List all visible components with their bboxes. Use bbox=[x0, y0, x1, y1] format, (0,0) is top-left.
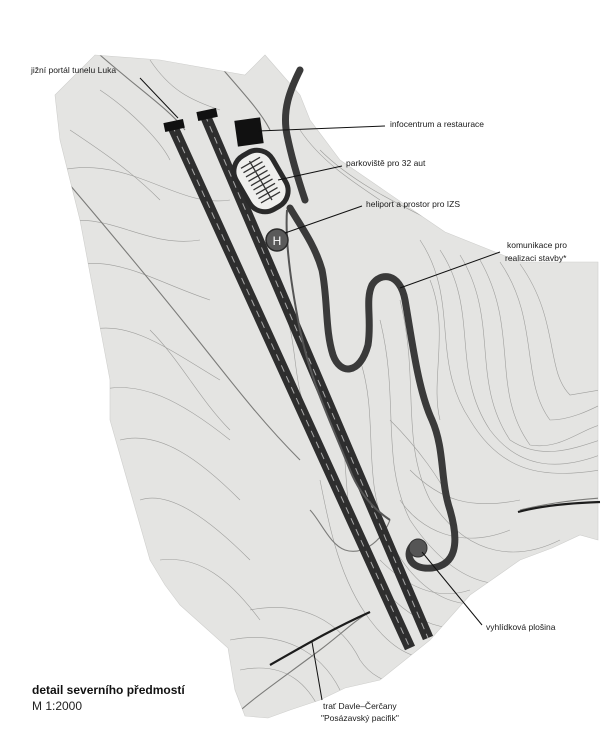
label-road-line1: komunikace pro bbox=[507, 240, 567, 250]
label-railway-line2: "Posázavský pacifik" bbox=[321, 713, 399, 723]
heliport-symbol: H bbox=[273, 234, 282, 248]
label-infocenter: infocentrum a restaurace bbox=[390, 119, 484, 129]
field-paths bbox=[55, 55, 598, 718]
service-road bbox=[285, 209, 391, 521]
contour-lines bbox=[55, 59, 598, 711]
railway-track bbox=[269, 610, 371, 666]
parking-lot bbox=[231, 147, 291, 215]
tunnel-portal-east bbox=[196, 108, 218, 121]
label-road-line2: realizaci stavby* bbox=[505, 253, 567, 263]
highway bbox=[166, 112, 434, 651]
construction-road bbox=[286, 204, 459, 572]
label-railway-line1: trať Davle–Čerčany bbox=[323, 701, 397, 711]
access-road-north bbox=[281, 66, 309, 204]
map-title: detail severního předmostí bbox=[32, 683, 185, 697]
highway-west-carriageway bbox=[166, 122, 416, 651]
label-heliport: heliport a prostor pro IZS bbox=[366, 199, 460, 209]
heliport-pad bbox=[265, 228, 289, 252]
label-viewpoint: vyhlídková plošina bbox=[486, 622, 556, 632]
label-parking: parkoviště pro 32 aut bbox=[346, 158, 426, 168]
map-scale: M 1:2000 bbox=[32, 699, 83, 713]
railway-track-east bbox=[517, 500, 601, 514]
leader-lines bbox=[139, 77, 501, 701]
tunnel-portal-west bbox=[163, 119, 185, 132]
infocenter-building bbox=[234, 117, 264, 147]
label-tunnel-portal: jižní portál tunelu Luka bbox=[30, 65, 116, 75]
